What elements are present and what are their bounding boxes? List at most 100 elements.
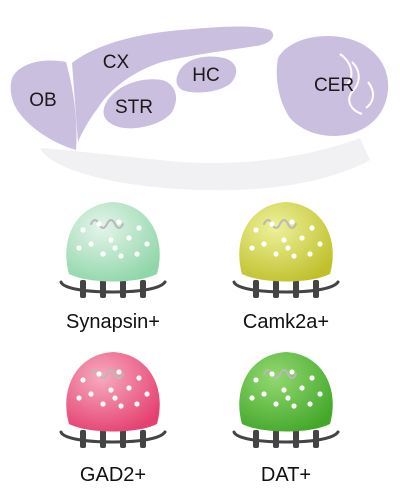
vesicle-dot <box>126 235 132 241</box>
vesicle-dot <box>249 245 255 251</box>
receptor-peg <box>313 280 319 298</box>
synaptosome-body <box>66 202 160 282</box>
vesicle-dot <box>96 371 102 377</box>
vesicle-dot <box>136 375 142 381</box>
vesicle-dot <box>281 387 287 393</box>
vesicle-dot <box>269 371 275 377</box>
vesicle-dot <box>118 403 124 409</box>
region-cx <box>72 26 274 143</box>
vesicle-dot <box>273 251 279 257</box>
vesicle-dot <box>100 401 106 407</box>
vesicle-dot <box>249 395 255 401</box>
receptor-peg <box>313 430 319 448</box>
vesicle-dot <box>80 227 86 233</box>
cell-label-dat: DAT+ <box>261 464 311 486</box>
label-hc: HC <box>192 65 219 86</box>
vesicle-dot <box>289 219 295 225</box>
synaptosome-body <box>239 202 333 282</box>
synaptosome-camk2a: Camk2a+ <box>232 202 340 333</box>
vesicle-dot <box>291 403 297 409</box>
vesicle-dot <box>299 385 305 391</box>
receptor-peg <box>253 280 259 298</box>
brain-shadow <box>40 138 370 191</box>
vesicle-dot <box>126 385 132 391</box>
cell-label-gad2: GAD2+ <box>80 464 146 486</box>
mitochondrion-wave <box>263 369 297 379</box>
vesicle-dot <box>273 401 279 407</box>
vesicle-dot <box>100 251 106 257</box>
synaptosome-grid: Synapsin+ Camk2a+ GAD2+ DAT+ <box>59 202 340 486</box>
vesicle-dot <box>291 253 297 259</box>
cerebellum-folia <box>339 53 374 115</box>
membrane-line <box>232 430 340 444</box>
receptor-peg <box>253 430 259 448</box>
vesicle-dot <box>134 251 140 257</box>
synaptosome-synapsin: Synapsin+ <box>59 202 167 333</box>
label-str: STR <box>115 97 153 118</box>
vesicle-dot <box>88 241 94 247</box>
label-cer: CER <box>314 75 354 96</box>
receptor-peg <box>140 280 146 298</box>
membrane-line <box>59 430 167 444</box>
membrane-line <box>59 280 167 294</box>
vesicle-dot <box>269 221 275 227</box>
vesicle-dot <box>118 253 124 259</box>
vesicle-dot <box>96 221 102 227</box>
cell-label-synapsin: Synapsin+ <box>66 311 160 333</box>
mitochondrion-wave <box>90 219 124 229</box>
membrane-line <box>232 280 340 294</box>
receptor-peg <box>80 430 86 448</box>
vesicle-dot <box>309 225 315 231</box>
vesicle-dot <box>76 395 82 401</box>
vesicle-dot <box>307 251 313 257</box>
receptor-peg <box>120 430 126 448</box>
receptor-peg <box>273 430 279 448</box>
label-cx: CX <box>103 52 130 73</box>
vesicle-dot <box>116 219 122 225</box>
vesicle-dot <box>144 241 150 247</box>
vesicle-dot <box>80 377 86 383</box>
synaptosome-gad2: GAD2+ <box>59 352 167 486</box>
vesicle-dot <box>317 391 323 397</box>
vesicle-dot <box>285 395 291 401</box>
mitochondrion-wave <box>263 219 297 229</box>
receptor-peg <box>293 280 299 298</box>
vesicle-dot <box>136 225 142 231</box>
mitochondrion-wave <box>90 369 124 379</box>
cell-label-camk2a: Camk2a+ <box>243 311 329 333</box>
receptor-peg <box>293 430 299 448</box>
vesicle-dot <box>108 387 114 393</box>
region-cer <box>276 36 389 137</box>
vesicle-dot <box>144 391 150 397</box>
vesicle-dot <box>317 241 323 247</box>
region-hc <box>176 56 237 93</box>
vesicle-dot <box>108 237 114 243</box>
synaptosome-body <box>66 352 160 432</box>
receptor-peg <box>120 280 126 298</box>
vesicle-dot <box>285 245 291 251</box>
vesicle-dot <box>112 395 118 401</box>
receptor-peg <box>273 280 279 298</box>
synaptosome-body <box>239 352 333 432</box>
vesicle-dot <box>309 375 315 381</box>
receptor-peg <box>100 280 106 298</box>
vesicle-dot <box>289 369 295 375</box>
vesicle-dot <box>253 227 259 233</box>
vesicle-dot <box>253 377 259 383</box>
vesicle-dot <box>307 401 313 407</box>
receptor-peg <box>100 430 106 448</box>
vesicle-dot <box>134 401 140 407</box>
region-ob <box>10 60 77 150</box>
synaptosome-dat: DAT+ <box>232 352 340 486</box>
vesicle-dot <box>261 241 267 247</box>
receptor-peg <box>140 430 146 448</box>
region-str <box>103 79 177 129</box>
vesicle-dot <box>76 245 82 251</box>
vesicle-dot <box>88 391 94 397</box>
brain-diagram: OB CX STR HC CER <box>10 26 389 191</box>
vesicle-dot <box>299 235 305 241</box>
vesicle-dot <box>281 237 287 243</box>
vesicle-dot <box>116 369 122 375</box>
vesicle-dot <box>112 245 118 251</box>
